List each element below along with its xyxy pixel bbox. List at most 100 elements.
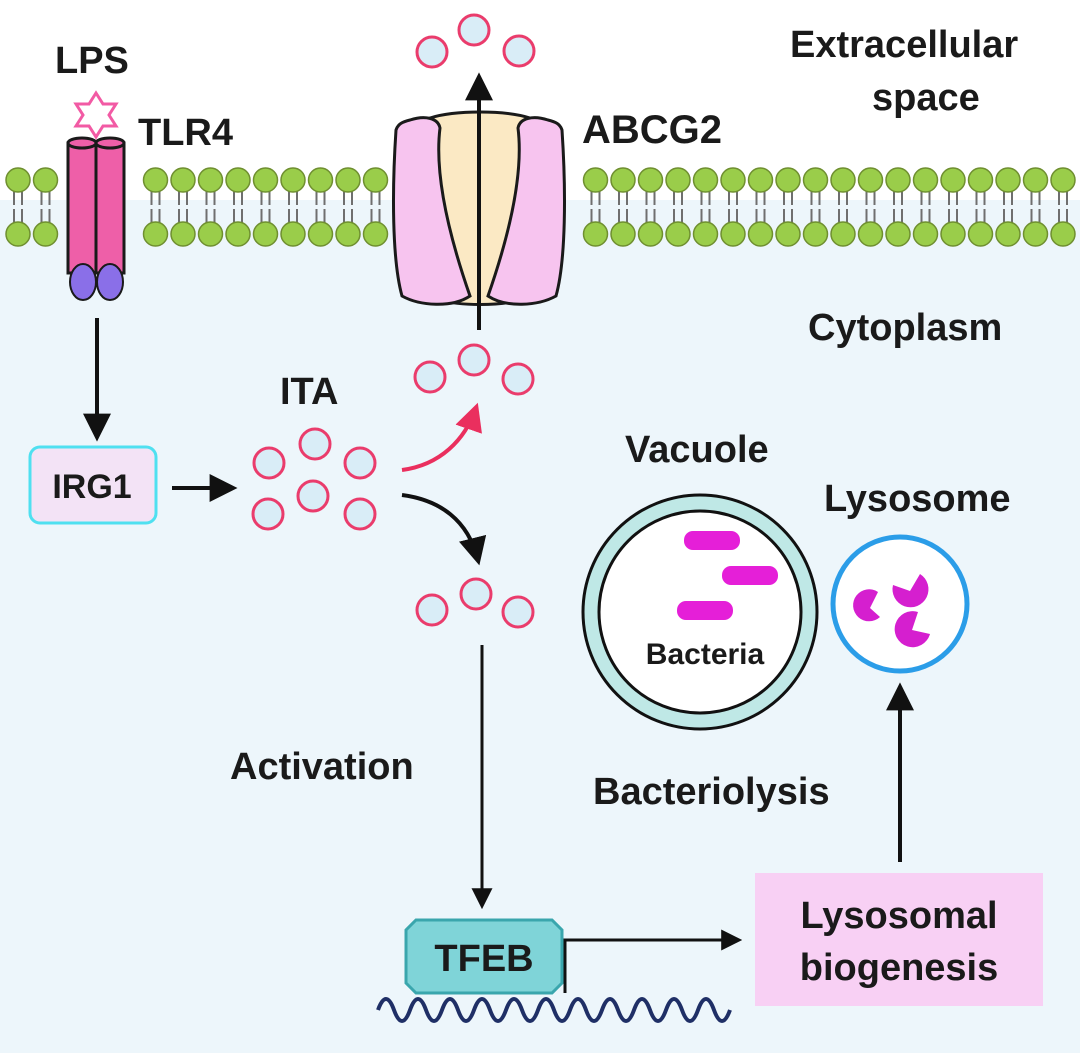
lipid-head <box>802 221 829 247</box>
lipid-head <box>830 221 856 247</box>
lipid-head <box>692 221 719 247</box>
tlr4-tir-left <box>69 263 97 301</box>
lipid-head <box>5 221 31 247</box>
ita-molecule <box>298 427 332 461</box>
lipid-head <box>252 221 279 247</box>
ita-molecule <box>415 593 449 627</box>
ita-molecule <box>501 595 535 629</box>
ita-molecule <box>415 35 449 69</box>
pacman-icon <box>892 574 929 608</box>
lipid-head <box>665 221 691 247</box>
lipid-head <box>335 221 361 247</box>
lipid-head <box>1022 221 1049 247</box>
lipid-head <box>252 167 279 193</box>
tlr4-receptor <box>66 136 126 301</box>
lipid-bilayer <box>5 167 1076 247</box>
lipid-head <box>280 167 306 193</box>
cytoplasm-label: Cytoplasm <box>808 307 1002 349</box>
lipid-head <box>1022 167 1049 193</box>
lipid-head <box>720 167 746 193</box>
lysosomal-biogenesis-box <box>755 873 1043 1006</box>
ita-molecule <box>457 343 491 377</box>
lipid-head <box>362 221 389 247</box>
lipid-head <box>582 221 609 247</box>
lipid-head <box>225 221 251 247</box>
lipid-head <box>1050 167 1076 193</box>
lipid-head <box>197 167 224 193</box>
ita-molecules <box>251 13 536 629</box>
irg1-label: IRG1 <box>52 468 131 506</box>
lipid-head <box>995 167 1021 193</box>
lipid-head <box>197 221 224 247</box>
lipid-head <box>747 167 774 193</box>
lipid-head <box>582 167 609 193</box>
lipid-head <box>940 221 966 247</box>
dna-wave-icon <box>376 997 732 1023</box>
lysosomal-label: Lysosomal <box>800 895 997 937</box>
bacterium <box>684 531 740 550</box>
ita-label: ITA <box>280 371 338 413</box>
ita-molecule <box>502 34 536 68</box>
lipid-head <box>830 167 856 193</box>
lipid-head <box>802 167 829 193</box>
biogenesis-label: biogenesis <box>800 947 999 989</box>
pacman-icon <box>853 589 880 622</box>
tlr4-label: TLR4 <box>138 112 233 154</box>
bacteria-label: Bacteria <box>646 638 765 671</box>
vacuole-label: Vacuole <box>625 429 769 471</box>
lipid-head <box>885 221 911 247</box>
ita-molecule <box>251 497 285 531</box>
activation-label: Activation <box>230 746 414 788</box>
lipid-head <box>912 221 939 247</box>
lipid-head <box>610 167 636 193</box>
lipid-head <box>637 167 664 193</box>
ita-molecule <box>252 446 286 480</box>
lipid-head <box>775 167 801 193</box>
ita-molecule <box>501 362 535 396</box>
ita-molecule <box>459 577 493 611</box>
space-label: space <box>872 77 980 119</box>
lipid-head <box>912 167 939 193</box>
lipid-head <box>885 167 911 193</box>
lipid-head <box>692 167 719 193</box>
lipid-head <box>610 221 636 247</box>
lipid-head <box>665 167 691 193</box>
ita-molecule <box>296 479 330 513</box>
lipid-head <box>857 221 884 247</box>
lipid-head <box>940 167 966 193</box>
ita-molecule <box>413 360 447 394</box>
abcg2-left-subunit <box>392 116 472 306</box>
lipid-head <box>170 167 196 193</box>
lysosome-label: Lysosome <box>824 478 1011 520</box>
pacman-icon <box>894 611 930 648</box>
lipid-head <box>280 221 306 247</box>
tlr4-right-cap <box>94 136 126 150</box>
ita-molecule <box>457 13 491 47</box>
tfeb-label: TFEB <box>434 938 533 980</box>
abcg2-right-subunit <box>486 116 566 306</box>
bacteriolysis-label: Bacteriolysis <box>593 771 830 813</box>
bacterium <box>722 566 778 585</box>
tlr4-left-helix <box>66 141 98 275</box>
lipid-head <box>335 167 361 193</box>
ita-to-activation-arrow <box>401 493 487 566</box>
lipid-head <box>995 221 1021 247</box>
tfeb-box <box>404 918 564 995</box>
tfeb-to-biogenesis-arrow <box>563 929 743 993</box>
lipid-head <box>775 221 801 247</box>
lipid-head <box>967 167 994 193</box>
lipid-head <box>967 221 994 247</box>
irg1-box <box>28 445 158 525</box>
lipid-head <box>1050 221 1076 247</box>
lipid-head <box>142 221 169 247</box>
ita-to-efflux-red-arrow <box>401 402 482 472</box>
lipid-head <box>720 221 746 247</box>
lipid-head <box>747 221 774 247</box>
ita-molecule <box>343 446 377 480</box>
lipid-head <box>32 167 59 193</box>
lipid-head <box>637 221 664 247</box>
bacterium <box>677 601 733 620</box>
lipid-head <box>142 167 169 193</box>
tlr4-right-helix <box>94 141 126 275</box>
